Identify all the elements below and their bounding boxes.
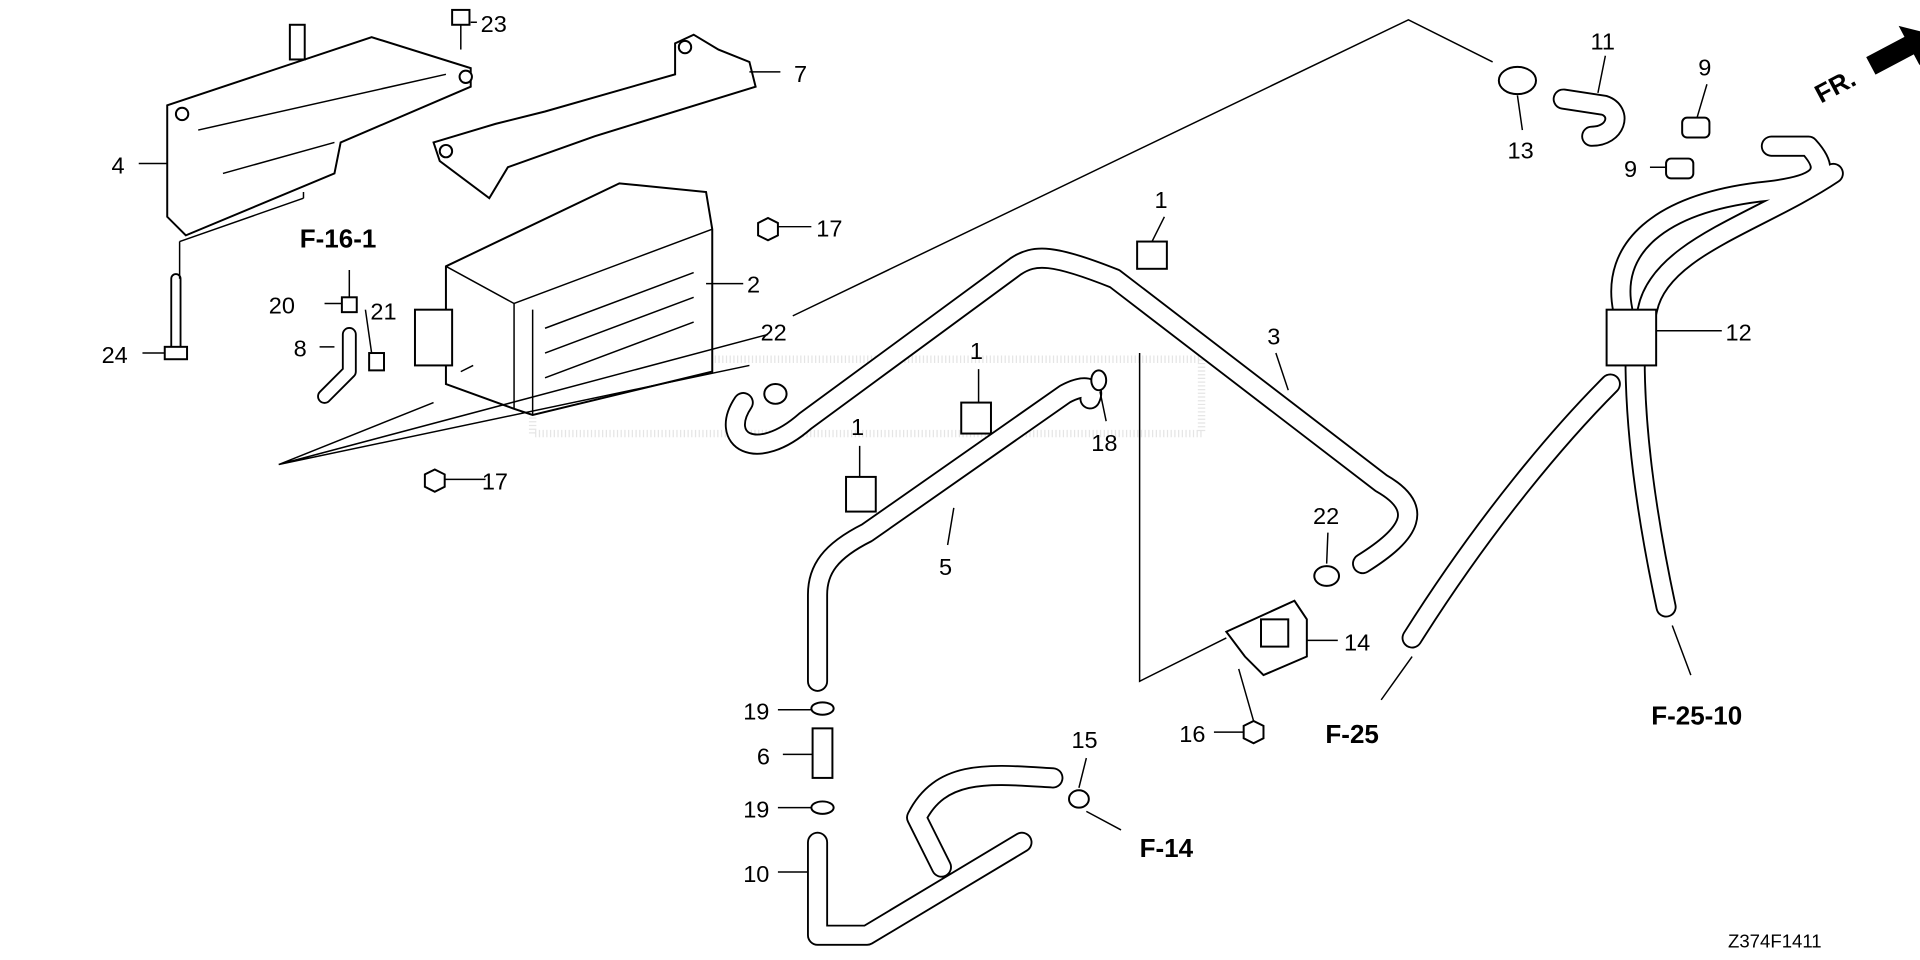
part-bolt-24 [163,273,189,361]
part-ring-18 [1090,369,1108,392]
callout: 16 [1179,721,1205,747]
part-fitting-20 [340,296,358,314]
callout: 15 [1071,727,1097,753]
callout: 10 [743,861,769,887]
part-clamp-22b [1313,565,1341,587]
part-clamp-22a [763,383,788,405]
callout: 18 [1091,430,1117,456]
part-hose-12 [1401,135,1844,649]
callout: 9 [1624,156,1637,182]
callout: 20 [269,292,295,318]
callout: 12 [1726,320,1752,346]
callout: 14 [1344,629,1370,655]
callout: 22 [1313,503,1339,529]
part-clamp-15 [1068,789,1090,809]
part-fitting-9b [1665,157,1695,180]
callout: 1 [851,414,864,440]
part-joint-6 [811,727,834,779]
callout: 24 [102,342,128,368]
part-fitting-9a [1681,116,1711,139]
part-nut-17b [423,468,446,493]
part-clip-1a [1136,240,1168,270]
callout: 17 [482,468,508,494]
callout: 1 [970,338,983,364]
callout: 22 [761,320,787,346]
part-hose-8 [317,327,357,404]
part-bolt-23 [451,8,471,50]
part-joint-12 [1605,308,1658,367]
callout: 7 [794,61,807,87]
callout: 13 [1508,138,1534,164]
callout: 19 [743,699,769,725]
callout: 4 [111,152,124,178]
callout: 11 [1591,29,1615,55]
part-canister-2 [413,182,714,416]
part-clamp-13 [1497,65,1537,96]
ref-f25[interactable]: F-25 [1325,719,1378,749]
callout: 19 [743,797,769,823]
callout: 2 [747,271,760,297]
drawing-code: Z374F1411 [1728,931,1822,952]
part-clip-1c [845,475,877,513]
callout: 3 [1267,323,1280,349]
part-clip-1b [960,401,992,435]
leader-lines [138,18,1722,873]
direction-arrow: FR. [1810,25,1920,109]
part-ring-19a [810,701,835,716]
callout: 8 [294,336,307,362]
ref-f14[interactable]: F-14 [1140,833,1194,863]
part-ring-19b [810,800,835,815]
callout: 21 [370,299,396,325]
callout: 23 [481,11,507,37]
part-bracket-7 [432,33,757,200]
callout-labels: 1 1 1 2 3 4 5 6 7 8 9 9 10 11 12 13 14 1… [102,11,1752,887]
part-nut-16 [1242,719,1265,745]
part-clip-21 [368,352,385,372]
part-nut-17a [757,216,779,242]
part-hose-3 [724,247,1419,575]
callout: 6 [757,743,770,769]
callout: 17 [816,216,842,242]
callout: 9 [1698,55,1711,81]
reference-labels: F-16-1 F-25 F-25-10 F-14 [300,224,1742,863]
svg-text:FR.: FR. [1810,63,1861,109]
ref-f16-1[interactable]: F-16-1 [300,224,377,254]
ref-f25-10[interactable]: F-25-10 [1651,701,1742,731]
part-bracket-4 [166,23,473,237]
callout: 5 [939,554,952,580]
callout: 1 [1154,187,1167,213]
part-valve-14 [1224,599,1308,677]
